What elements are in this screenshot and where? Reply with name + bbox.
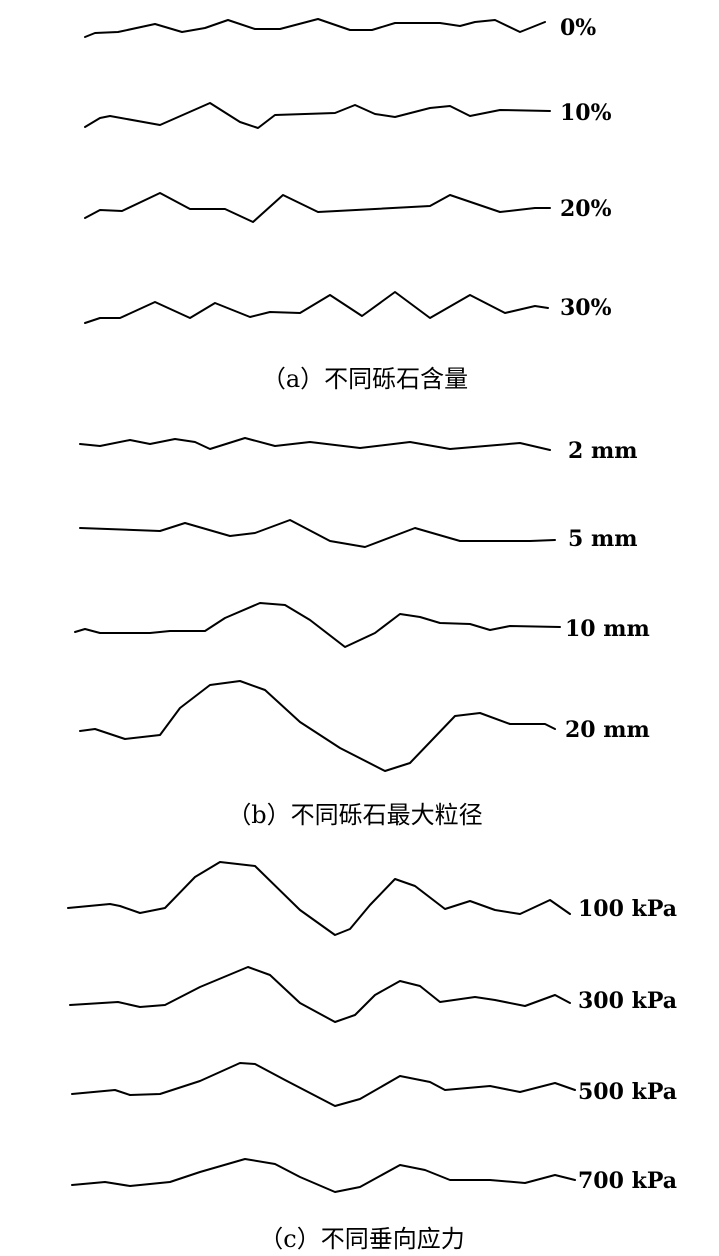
label-5mm: 5 mm [568, 526, 638, 552]
label-10-percent: 10% [560, 100, 612, 126]
label-10mm: 10 mm [565, 616, 650, 642]
label-300kpa: 300 kPa [578, 988, 677, 1014]
profile-curve-20-percent [84, 192, 551, 223]
panel-a: 0% 10% 20% 30% （a）不同砾石含量 [84, 15, 612, 393]
profile-curve-0-percent [84, 18, 546, 38]
profile-curve-10mm [74, 602, 561, 648]
profile-curve-700kpa [71, 1158, 576, 1193]
profile-curve-100kpa [67, 861, 571, 936]
caption-c: （c）不同垂向应力 [259, 1225, 464, 1253]
label-20mm: 20 mm [565, 717, 650, 743]
profile-curve-300kpa [69, 966, 571, 1023]
label-700kpa: 700 kPa [578, 1168, 677, 1194]
panel-c: 100 kPa 300 kPa 500 kPa 700 kPa （c）不同垂向应… [67, 861, 677, 1253]
panel-b: 2 mm 5 mm 10 mm 20 mm （b）不同砾石最大粒径 [74, 437, 650, 829]
label-2mm: 2 mm [568, 438, 638, 464]
label-0-percent: 0% [560, 15, 596, 41]
profile-curve-10-percent [84, 102, 551, 129]
profile-curve-5mm [79, 519, 556, 548]
caption-a: （a）不同砾石含量 [262, 365, 468, 393]
caption-b: （b）不同砾石最大粒径 [227, 801, 482, 829]
profile-curve-20mm [79, 680, 556, 772]
label-500kpa: 500 kPa [578, 1079, 677, 1105]
label-20-percent: 20% [560, 196, 612, 222]
label-100kpa: 100 kPa [578, 896, 677, 922]
profile-curve-2mm [79, 437, 551, 451]
profile-curve-500kpa [71, 1062, 576, 1107]
profile-curve-30-percent [84, 291, 549, 324]
label-30-percent: 30% [560, 295, 612, 321]
